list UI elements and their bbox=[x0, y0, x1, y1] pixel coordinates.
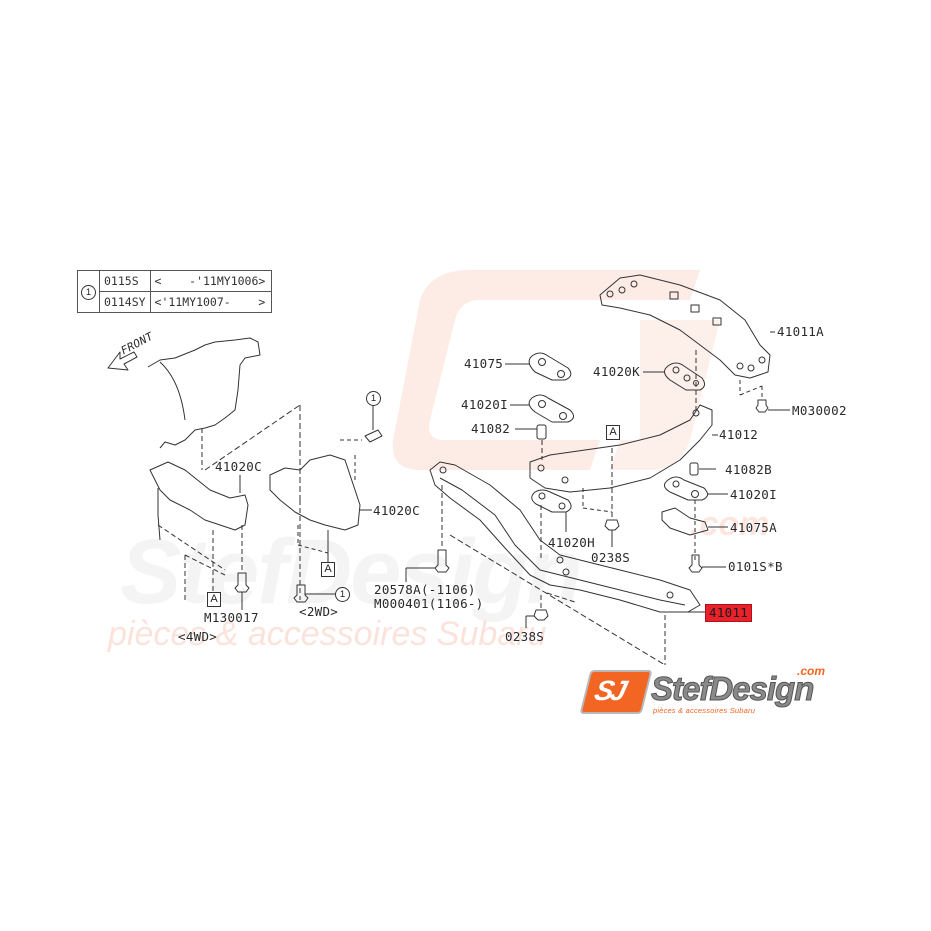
logo-domain: .com bbox=[797, 664, 826, 678]
logo-name: StefDesign bbox=[650, 670, 814, 708]
part-label-41012[interactable]: 41012 bbox=[719, 427, 759, 442]
variant-4wd-label: <4WD> bbox=[178, 629, 218, 644]
watermark-domain: .com bbox=[690, 505, 770, 543]
part-label-m000401[interactable]: M000401(1106-) bbox=[374, 596, 484, 611]
part-label-41075a[interactable]: 41075A bbox=[730, 520, 777, 535]
variant-2wd-label: <2WD> bbox=[299, 604, 339, 619]
part-label-0238s-lower[interactable]: 0238S bbox=[505, 629, 545, 644]
ref-circle-1: 1 bbox=[335, 587, 350, 602]
applicability-table: 1 0115S < -'11MY1006> 0114SY <'11MY1007-… bbox=[77, 270, 272, 313]
ref-circle-1: 1 bbox=[81, 284, 96, 300]
watermark-tagline: pièces & accessoires Subaru bbox=[108, 615, 547, 653]
table-row: 1 0115S < -'11MY1006> bbox=[77, 270, 272, 313]
part-label-m130017[interactable]: M130017 bbox=[204, 610, 259, 625]
part-label-41082[interactable]: 41082 bbox=[471, 421, 511, 436]
table-cell-part: 0114SY bbox=[99, 291, 151, 313]
table-row: 0114SY <'11MY1007- > bbox=[78, 291, 272, 313]
part-label-41020c-2wd[interactable]: 41020C bbox=[373, 503, 420, 518]
part-label-0101s-b[interactable]: 0101S*B bbox=[728, 559, 783, 574]
part-label-0238s-upper[interactable]: 0238S bbox=[591, 550, 631, 565]
part-label-41082b[interactable]: 41082B bbox=[725, 462, 772, 477]
ref-marker-a: A bbox=[321, 562, 335, 577]
watermark-brand: StefDesign bbox=[120, 521, 583, 623]
table-cell-range: <'11MY1007- > bbox=[149, 291, 272, 313]
stefdesign-logo: SJ StefDesign .com pièces & accessoires … bbox=[579, 664, 845, 718]
ref-marker-a: A bbox=[606, 425, 620, 440]
part-label-41011-highlighted[interactable]: 41011 bbox=[705, 604, 753, 622]
part-label-41020k[interactable]: 41020K bbox=[593, 364, 640, 379]
ref-circle-1: 1 bbox=[366, 391, 381, 406]
part-label-20578a[interactable]: 20578A(-1106) bbox=[374, 582, 476, 597]
table-cell-range: < -'11MY1006> bbox=[149, 270, 272, 292]
arrow-front-icon bbox=[107, 351, 138, 371]
part-label-41075[interactable]: 41075 bbox=[464, 356, 504, 371]
part-label-41020h[interactable]: 41020H bbox=[548, 535, 595, 550]
part-label-41020i-right[interactable]: 41020I bbox=[730, 487, 777, 502]
part-label-41020i-left[interactable]: 41020I bbox=[461, 397, 508, 412]
logo-badge-icon: SJ bbox=[579, 670, 653, 714]
logo-tagline: pièces & accessoires Subaru bbox=[653, 706, 756, 715]
part-label-41011a[interactable]: 41011A bbox=[777, 324, 824, 339]
part-label-m030002[interactable]: M030002 bbox=[792, 403, 847, 418]
ref-marker-a: A bbox=[207, 592, 221, 607]
part-label-41020c-4wd[interactable]: 41020C bbox=[215, 459, 262, 474]
table-cell-part: 0115S bbox=[99, 270, 151, 292]
